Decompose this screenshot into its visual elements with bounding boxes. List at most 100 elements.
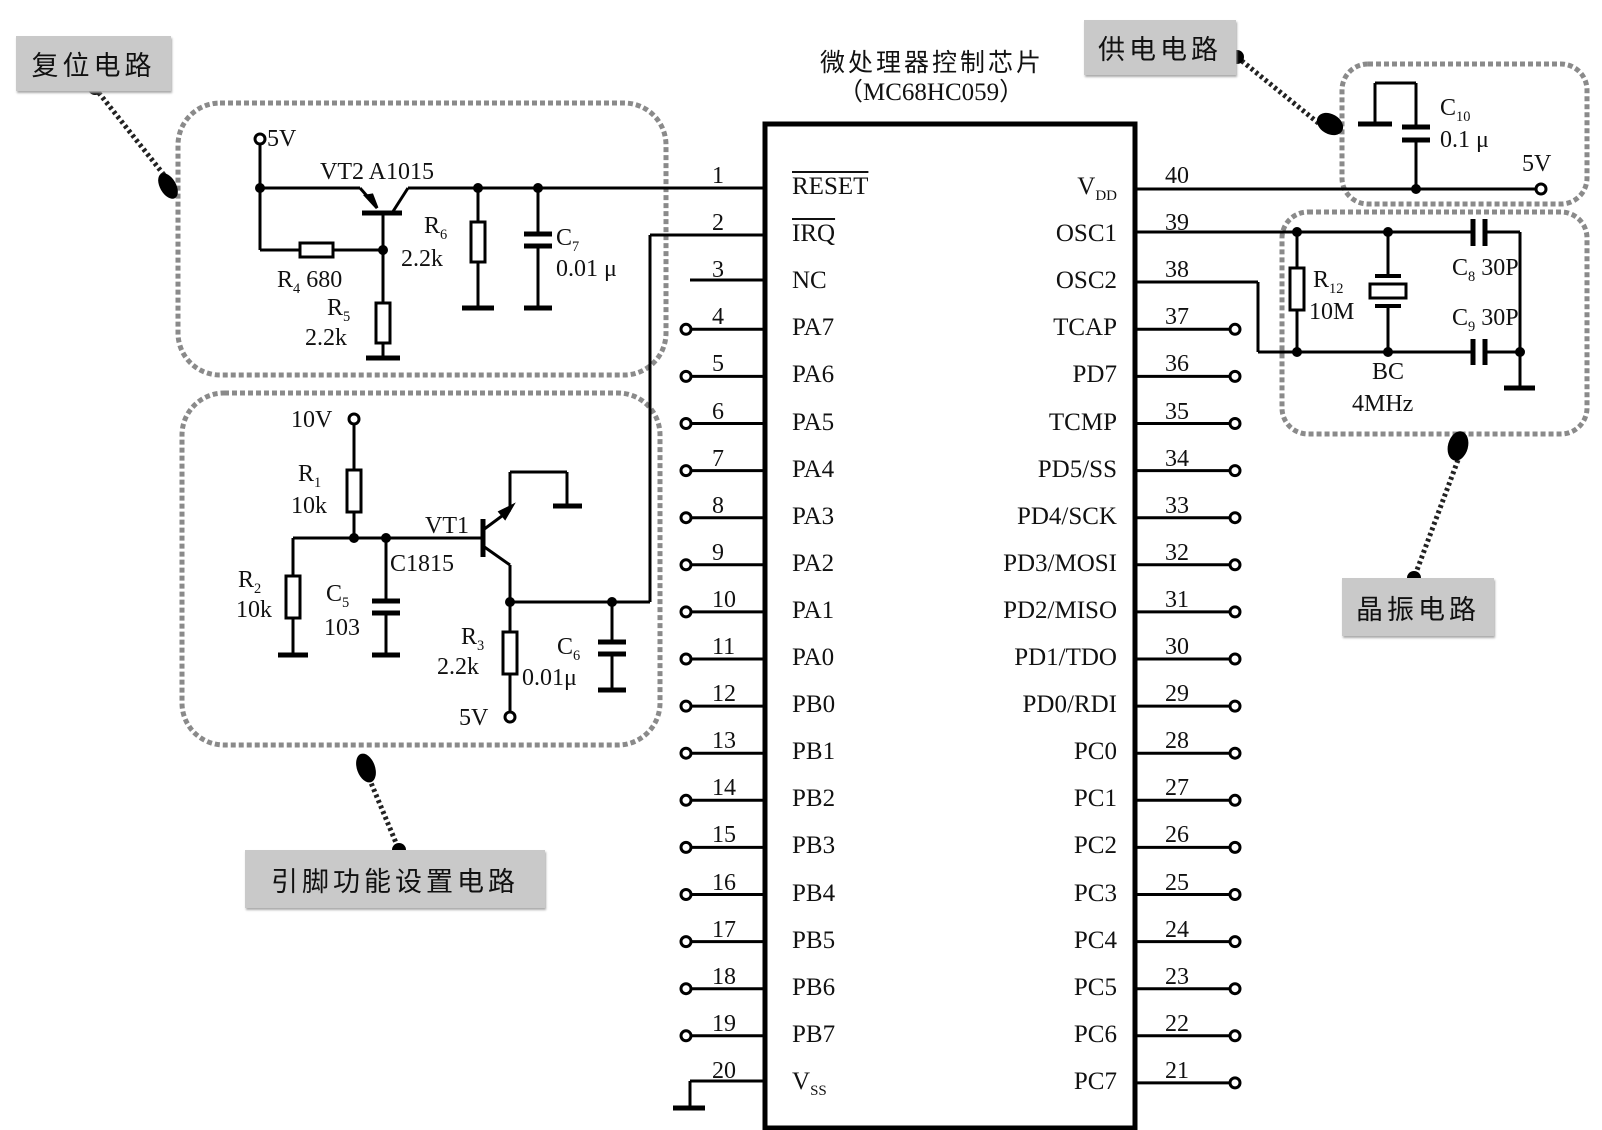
pin-terminal[interactable]: [679, 746, 693, 760]
pin-name-label: PB4: [792, 881, 835, 906]
pin-name-label: PB6: [792, 975, 835, 1000]
pin-number-label: 20: [712, 1057, 736, 1084]
pin-number-label: 5: [712, 351, 724, 378]
pin-name: IRQ: [792, 220, 836, 248]
r3-value: 2.2k: [437, 654, 479, 680]
pin-terminal[interactable]: [679, 322, 693, 336]
r2-ref: R2: [238, 567, 262, 597]
crystal-circuit-callout: 晶振电路: [1342, 578, 1494, 636]
c7-value: 0.01 μ: [556, 256, 617, 282]
r6-value: 2.2k: [401, 246, 443, 272]
pin-name-label: IRQ: [792, 221, 835, 246]
crystal-freq: 4MHz: [1352, 391, 1414, 417]
pin-name-label: PD2/MISO: [1003, 598, 1117, 623]
pin-terminal[interactable]: [1228, 746, 1242, 760]
pin-terminal[interactable]: [679, 511, 693, 525]
pin-terminal[interactable]: [679, 605, 693, 619]
pin-name-label: PA7: [792, 315, 834, 340]
pin-number-label: 3: [712, 257, 724, 284]
c7-ref: C7: [556, 225, 580, 255]
pin-name-label: PC4: [1074, 928, 1117, 953]
pin-terminal[interactable]: [1228, 652, 1242, 666]
pin-number-label: 23: [1165, 963, 1189, 990]
chip-model: （MC68HC059）: [838, 79, 1025, 106]
pin-name-label: PA6: [792, 362, 834, 387]
pin-terminal[interactable]: [1228, 699, 1242, 713]
pointing-hand-icon: [1316, 112, 1344, 136]
pin-name-label: PB2: [792, 786, 835, 811]
pin-terminal[interactable]: [679, 652, 693, 666]
vt2-label: VT2 A1015: [320, 159, 434, 185]
pin-name-subscript: SS: [810, 1082, 827, 1099]
pin-number-label: 9: [712, 539, 724, 566]
c6-ref: C6: [557, 634, 581, 664]
pin-terminal[interactable]: [1228, 1076, 1242, 1090]
pin-func-circuit-box: [179, 390, 663, 748]
pin-terminal[interactable]: [679, 935, 693, 949]
pf-10v-terminal: [347, 412, 361, 426]
pin-number-label: 21: [1165, 1057, 1189, 1084]
pin-name-label: PD4/SCK: [1017, 504, 1117, 529]
pin-terminal[interactable]: [1228, 464, 1242, 478]
pin-terminal[interactable]: [679, 793, 693, 807]
pin-name-label: OSC1: [1056, 221, 1117, 246]
pin-terminal[interactable]: [679, 982, 693, 996]
pin-number-label: 39: [1165, 210, 1189, 237]
pin-number-label: 4: [712, 304, 724, 331]
pin-terminal[interactable]: [679, 558, 693, 572]
pin-terminal[interactable]: [679, 699, 693, 713]
power-circuit-box: [1339, 61, 1590, 207]
pin-terminal[interactable]: [1228, 982, 1242, 996]
pin-terminal[interactable]: [1228, 322, 1242, 336]
c5-value: 103: [324, 615, 360, 641]
pin-name: PC3: [1073, 879, 1117, 907]
pin-terminal[interactable]: [679, 1029, 693, 1043]
pin-name-label: PC2: [1074, 833, 1117, 858]
pin-name-label: PC5: [1074, 975, 1117, 1000]
pin-name: PA3: [792, 502, 835, 530]
reset-5v-terminal: [253, 132, 267, 146]
pin-terminal[interactable]: [1228, 605, 1242, 619]
pin-terminal[interactable]: [1228, 1029, 1242, 1043]
pin-terminal[interactable]: [1228, 369, 1242, 383]
r6-ref: R6: [424, 213, 448, 243]
pin-name-label: PD5/SS: [1038, 457, 1117, 482]
pin-number-label: 28: [1165, 728, 1189, 755]
pin-number-label: 15: [712, 822, 736, 849]
pin-terminal[interactable]: [1228, 558, 1242, 572]
pin-name-label: TCAP: [1053, 315, 1117, 340]
pin-terminal[interactable]: [679, 888, 693, 901]
pin-terminal[interactable]: [679, 369, 693, 383]
pin-terminal[interactable]: [1228, 511, 1242, 525]
pin-terminal[interactable]: [1228, 935, 1242, 949]
c10-ref: C10: [1440, 95, 1471, 125]
pin-terminal[interactable]: [1228, 793, 1242, 807]
pin-terminal[interactable]: [679, 417, 693, 430]
pin-name: PC0: [1073, 738, 1117, 766]
pin-name-label: PD1/TDO: [1014, 645, 1117, 670]
pin-number-label: 7: [712, 445, 724, 472]
chip-body: [762, 121, 1138, 1130]
pin-terminal[interactable]: [679, 464, 693, 478]
pin-name: PB4: [792, 879, 836, 907]
pin-terminal[interactable]: [1228, 840, 1242, 854]
pin-name: PC5: [1073, 973, 1117, 1001]
vt1-model: C1815: [390, 551, 455, 577]
pin-name-label: PC1: [1074, 786, 1117, 811]
pin-number-label: 27: [1165, 775, 1189, 802]
pin-terminal[interactable]: [1228, 417, 1242, 430]
pin-number-label: 24: [1165, 916, 1189, 943]
pin-name: PA4: [792, 455, 835, 483]
pin-name-label: PD3/MOSI: [1003, 551, 1117, 576]
pin-name: PD7: [1072, 361, 1117, 389]
pointing-hand-icon: [356, 753, 376, 783]
pin-terminal[interactable]: [1228, 888, 1242, 901]
pin-name: PC7: [1073, 1067, 1117, 1095]
r3-ref: R3: [461, 624, 485, 654]
pin-name: PA2: [792, 549, 835, 577]
r12-ref: R12: [1313, 267, 1344, 297]
pin-terminal[interactable]: [679, 840, 693, 854]
crystal-body: [1368, 282, 1408, 300]
vt2-emitter-arrow: [363, 193, 379, 210]
pin-name-label: PB1: [792, 739, 835, 764]
